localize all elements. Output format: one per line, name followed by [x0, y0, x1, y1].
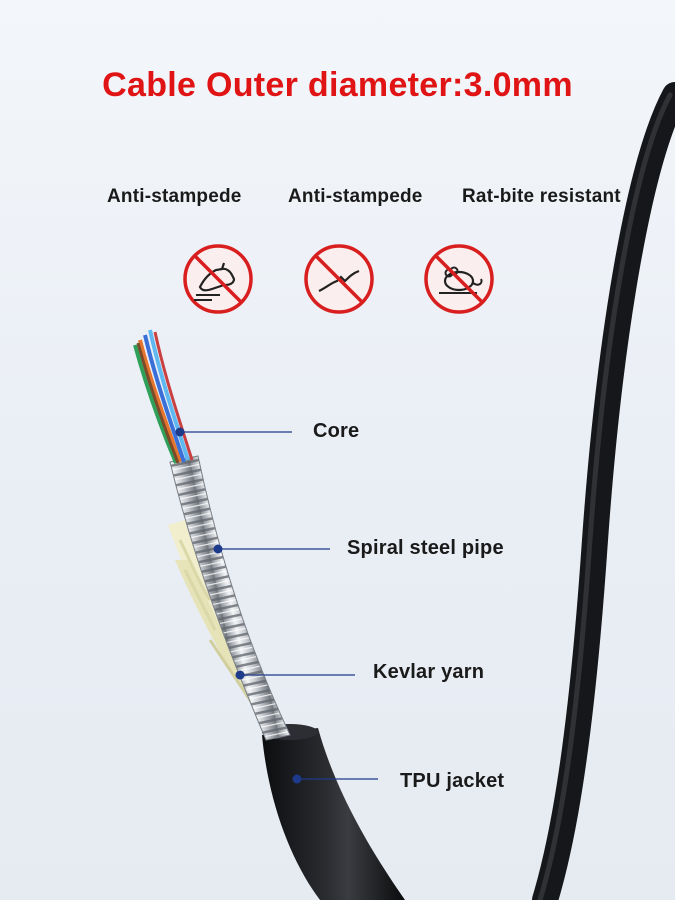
tpu-jacket-body	[262, 728, 405, 900]
cable-right-run	[532, 82, 675, 900]
feature-label-1: Anti-stampede	[107, 186, 242, 207]
page-title: Cable Outer diameter:3.0mm	[102, 66, 573, 104]
callout-tpu-jacket: TPU jacket	[400, 770, 505, 792]
fiber-core-strands	[133, 329, 194, 464]
callout-kevlar-yarn: Kevlar yarn	[373, 661, 485, 683]
kevlar-dot	[235, 670, 245, 680]
no-rat-icon	[424, 244, 494, 314]
steel-pipe-dot	[213, 544, 223, 554]
core-dot	[175, 427, 185, 437]
feature-label-3: Rat-bite resistant	[462, 186, 621, 207]
feature-label-2: Anti-stampede	[288, 186, 423, 207]
no-foot-step-icon	[183, 244, 253, 314]
spiral-steel-pipe	[169, 455, 291, 741]
no-crush-icon	[304, 244, 374, 314]
callout-leaders	[180, 431, 378, 780]
callout-core: Core	[313, 420, 360, 442]
jacket-dot	[292, 774, 302, 784]
callout-spiral-steel-pipe: Spiral steel pipe	[347, 537, 504, 559]
